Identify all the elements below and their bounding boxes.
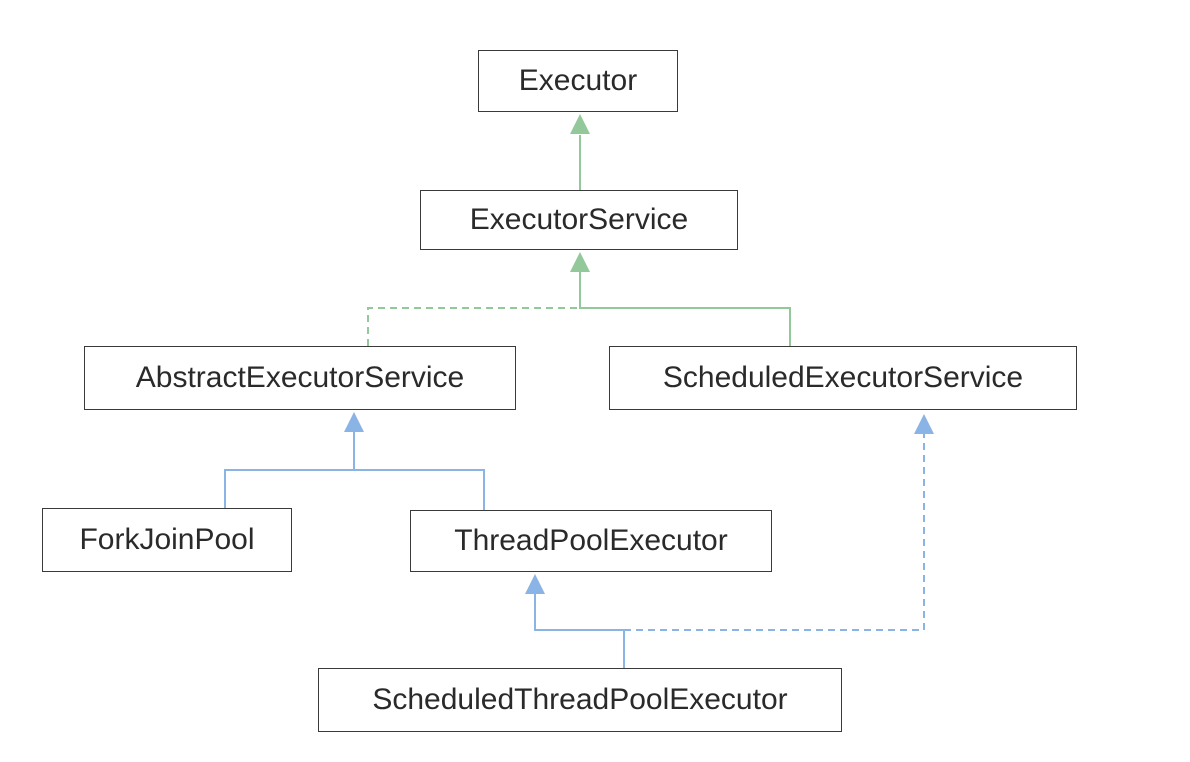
node-executor: Executor bbox=[478, 50, 678, 112]
node-abstract-executor-service: AbstractExecutorService bbox=[84, 346, 516, 410]
node-label: ForkJoinPool bbox=[79, 523, 255, 556]
node-thread-pool-executor: ThreadPoolExecutor bbox=[410, 510, 772, 572]
node-executor-service: ExecutorService bbox=[420, 190, 738, 250]
edge-fork-join-pool-to-abstract-executor-service bbox=[224, 412, 364, 508]
node-label: ScheduledExecutorService bbox=[662, 361, 1024, 394]
edge-abstract-executor-service-to-executor-service bbox=[367, 307, 580, 346]
edge-line bbox=[354, 469, 485, 510]
inheritance-arrowhead-icon bbox=[344, 412, 364, 432]
inheritance-arrowhead-icon bbox=[570, 114, 590, 134]
edge-scheduled-thread-pool-executor-to-thread-pool-executor bbox=[525, 574, 625, 668]
node-label: AbstractExecutorService bbox=[135, 361, 465, 394]
edge-line bbox=[534, 594, 625, 668]
node-scheduled-executor-service: ScheduledExecutorService bbox=[609, 346, 1077, 410]
edge-line bbox=[367, 307, 580, 346]
edge-line bbox=[224, 432, 355, 508]
edge-line bbox=[579, 272, 791, 346]
inheritance-arrowhead-icon bbox=[570, 252, 590, 272]
edge-scheduled-thread-pool-executor-to-scheduled-executor-service bbox=[624, 414, 934, 631]
node-label: ThreadPoolExecutor bbox=[454, 524, 728, 557]
edge-scheduled-executor-service-to-executor-service bbox=[570, 252, 791, 346]
node-label: ExecutorService bbox=[469, 203, 689, 236]
node-scheduled-thread-pool-executor: ScheduledThreadPoolExecutor bbox=[318, 668, 842, 732]
node-fork-join-pool: ForkJoinPool bbox=[42, 508, 292, 572]
edge-line bbox=[624, 434, 925, 631]
node-label: Executor bbox=[518, 64, 638, 97]
inheritance-arrowhead-icon bbox=[914, 414, 934, 434]
node-label: ScheduledThreadPoolExecutor bbox=[372, 683, 788, 716]
edge-thread-pool-executor-to-abstract-executor-service bbox=[354, 469, 485, 510]
edge-executor-service-to-executor bbox=[570, 114, 590, 190]
inheritance-arrowhead-icon bbox=[525, 574, 545, 594]
